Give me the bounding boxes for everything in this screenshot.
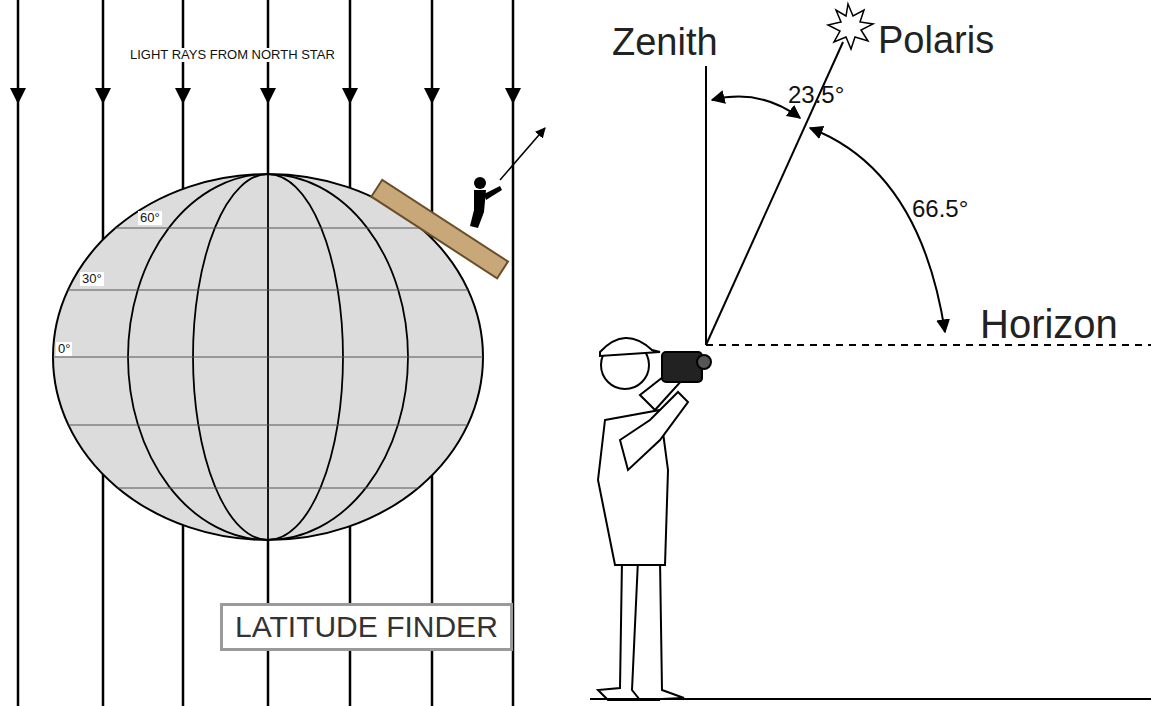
latitude-label: 60° <box>138 211 162 225</box>
ray-arrowheads <box>10 88 521 104</box>
zenith-line <box>705 66 707 345</box>
zenith-angle-arc <box>712 97 800 118</box>
zenith-label: Zenith <box>612 22 718 64</box>
observer <box>598 338 711 700</box>
angle-label: 23.5° <box>788 82 844 108</box>
title-text: LATITUDE FINDER <box>235 610 498 644</box>
horizon-label: Horizon <box>980 302 1118 346</box>
star-label: Polaris <box>878 20 994 62</box>
observer-small <box>470 177 502 228</box>
ground-line <box>590 698 1151 700</box>
latitude-label: 30° <box>80 272 104 286</box>
title-box: LATITUDE FINDER <box>220 603 513 651</box>
horizon-angle-arc <box>810 128 945 332</box>
star-symbol <box>828 4 873 49</box>
angle-label: 66.5° <box>912 196 968 222</box>
banner-label: LIGHT RAYS FROM NORTH STAR <box>128 48 337 62</box>
light-rays <box>18 0 513 706</box>
sight-arrow <box>500 128 545 180</box>
plank <box>371 180 508 278</box>
latitude-label: 0° <box>56 342 72 356</box>
